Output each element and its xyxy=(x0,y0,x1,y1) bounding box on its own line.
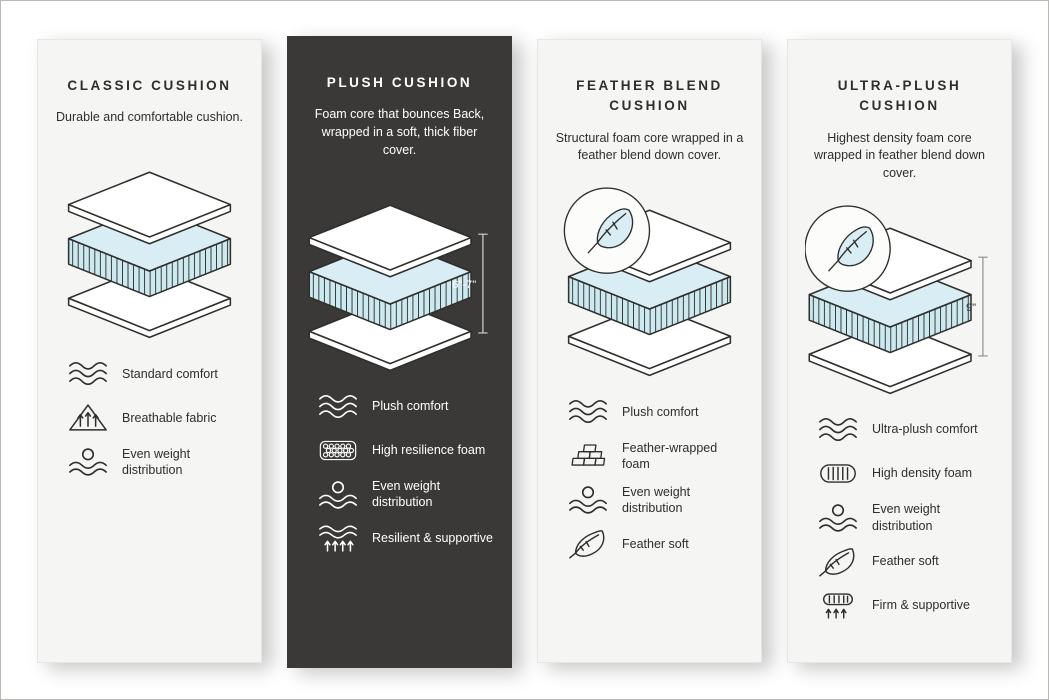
card-title: FEATHER BLEND CUSHION xyxy=(576,78,723,114)
foam-bubbles-icon xyxy=(319,440,357,460)
cushion-diagram xyxy=(555,183,744,379)
card-description: Durable and comfortable cushion. xyxy=(56,110,243,125)
feature-row: Even weight distribution xyxy=(317,477,494,511)
feature-row: Firm & supportive xyxy=(817,589,994,623)
feature-row: Feather-wrapped foam xyxy=(567,439,744,473)
feature-row: Plush comfort xyxy=(567,395,744,429)
feature-row: Breathable fabric xyxy=(67,401,244,435)
cushion-layers-illustration: 6"-7" xyxy=(308,203,488,371)
feather-icon xyxy=(819,548,855,577)
feature-row: Plush comfort xyxy=(317,389,494,423)
feature-label: Feather soft xyxy=(872,554,939,569)
feature-list: Standard comfort Breathable fabric Even … xyxy=(55,357,244,479)
card-feather-blend-cushion: FEATHER BLEND CUSHION Structural foam co… xyxy=(537,39,762,663)
feature-list: Ultra-plush comfort High density foam Ev… xyxy=(805,413,994,623)
card-title: ULTRA-PLUSH CUSHION xyxy=(837,78,962,114)
feature-row: Even weight distribution xyxy=(67,445,244,479)
height-measure-line xyxy=(478,233,488,334)
feature-row: Ultra-plush comfort xyxy=(817,413,994,447)
feature-label: Even weight distribution xyxy=(122,446,191,477)
feather-badge xyxy=(805,205,891,292)
weight-distribution-icon xyxy=(569,486,607,514)
feature-row: Feather soft xyxy=(817,545,994,579)
feature-row: Standard comfort xyxy=(67,357,244,391)
height-measure-label: 9" xyxy=(966,302,976,314)
cushion-layers-illustration: 9" xyxy=(805,205,988,394)
card-description: Foam core that bounces Back, wrapped in … xyxy=(314,107,485,157)
feature-label: Firm & supportive xyxy=(872,598,970,613)
weight-distribution-icon xyxy=(319,481,357,509)
feature-label: High resilience foam xyxy=(372,443,486,458)
feature-label: Ultra-plush comfort xyxy=(872,422,978,437)
feature-label: Breathable fabric xyxy=(122,410,217,425)
card-title: CLASSIC CUSHION xyxy=(67,78,232,93)
bricks-icon xyxy=(571,444,608,467)
card-title: PLUSH CUSHION xyxy=(326,75,473,90)
feather-icon xyxy=(569,530,605,559)
cushion-layers-illustration xyxy=(67,171,232,339)
feature-label: Even weight distribution xyxy=(372,479,441,510)
feature-row: Feather soft xyxy=(567,527,744,561)
cushion-diagram xyxy=(55,145,244,341)
feature-list: Plush comfort High resilience foam Even … xyxy=(305,389,494,555)
density-foam-icon xyxy=(820,464,856,483)
card-plush-cushion: PLUSH CUSHION Foam core that bounces Bac… xyxy=(287,36,512,668)
feature-row: High resilience foam xyxy=(317,433,494,467)
feature-label: Resilient & supportive xyxy=(372,531,493,546)
springs-icon xyxy=(319,525,357,552)
cushion-layers-illustration xyxy=(563,187,732,377)
weight-distribution-icon xyxy=(69,448,107,476)
feature-label: Plush comfort xyxy=(372,399,449,414)
card-classic-cushion: CLASSIC CUSHION Durable and comfortable … xyxy=(37,39,262,663)
feature-label: Feather-wrapped foam xyxy=(622,440,718,471)
feature-row: High density foam xyxy=(817,457,994,491)
firm-support-icon xyxy=(822,593,854,619)
feature-label: Even weight distribution xyxy=(622,484,691,515)
feature-label: Feather soft xyxy=(622,536,689,551)
cushion-diagram: 6"-7" xyxy=(305,178,494,374)
weight-distribution-icon xyxy=(819,504,857,532)
breathable-icon xyxy=(69,404,107,431)
feature-row: Even weight distribution xyxy=(567,483,744,517)
feature-label: Standard comfort xyxy=(122,366,218,381)
waves-icon xyxy=(819,417,857,442)
feature-label: Plush comfort xyxy=(622,404,699,419)
feature-list: Plush comfort Feather-wrapped foam Even … xyxy=(555,395,744,561)
card-ultra-plush-cushion: ULTRA-PLUSH CUSHION Highest density foam… xyxy=(787,39,1012,663)
waves-icon xyxy=(569,400,607,424)
feather-badge xyxy=(563,187,651,274)
card-description: Structural foam core wrapped in a feathe… xyxy=(555,130,744,163)
waves-icon xyxy=(69,362,107,386)
cushion-diagram: 9" xyxy=(805,201,994,397)
feature-label: Even weight distribution xyxy=(872,502,941,533)
height-measure-line xyxy=(978,256,988,357)
feature-row: Resilient & supportive xyxy=(317,521,494,555)
feature-label: High density foam xyxy=(872,466,973,481)
waves-icon xyxy=(319,394,357,418)
feature-row: Even weight distribution xyxy=(817,501,994,535)
card-description: Highest density foam core wrapped in fea… xyxy=(814,130,985,181)
height-measure-label: 6"-7" xyxy=(452,278,476,290)
